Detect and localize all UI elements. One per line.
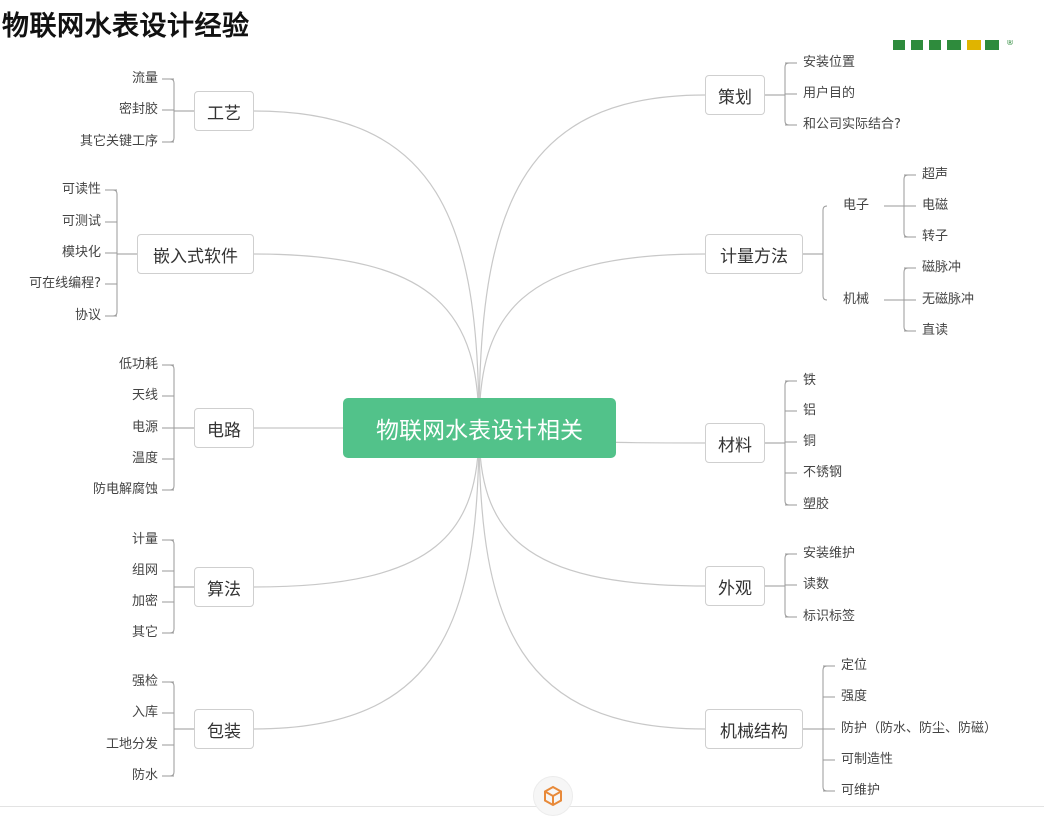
leaf-right-4-0[interactable]: 定位: [841, 658, 868, 673]
leaf-left-3-1[interactable]: 组网: [131, 563, 158, 578]
footer-divider: [0, 806, 1044, 807]
leaf-right-2-4[interactable]: 塑胶: [803, 497, 830, 512]
leaf-right-2-0[interactable]: 铁: [803, 373, 817, 388]
leaf-right-4-2[interactable]: 防护（防水、防尘、防磁）: [841, 721, 998, 736]
leaf-right-2-3[interactable]: 不锈钢: [803, 465, 843, 480]
leaf-group-1-1-0[interactable]: 磁脉冲: [922, 260, 962, 275]
branch-right-1[interactable]: 计量方法: [705, 234, 803, 274]
leaf-left-2-0[interactable]: 低功耗: [118, 357, 158, 372]
center-topic[interactable]: 物联网水表设计相关: [343, 398, 616, 458]
leaf-left-0-1[interactable]: 密封胶: [118, 102, 158, 117]
branch-left-1[interactable]: 嵌入式软件: [137, 234, 254, 274]
connector-left-0: [253, 110, 480, 429]
branch-left-3[interactable]: 算法: [194, 567, 254, 607]
page-title: 物联网水表设计经验: [2, 11, 250, 42]
leaf-group-1-1-1[interactable]: 无磁脉冲: [922, 292, 975, 307]
branch-right-3[interactable]: 外观: [705, 566, 765, 606]
bracket-left-3: [169, 539, 175, 634]
bracket-right-2: [784, 380, 790, 506]
branch-left-2[interactable]: 电路: [194, 408, 254, 448]
branch-right-2[interactable]: 材料: [705, 423, 765, 463]
leaf-right-3-0[interactable]: 安装维护: [803, 546, 856, 561]
leaf-left-0-2[interactable]: 其它关键工序: [79, 134, 158, 149]
group-right-1-0[interactable]: 电子: [843, 198, 870, 213]
group-right-1-1[interactable]: 机械: [843, 292, 870, 307]
branch-right-0[interactable]: 策划: [705, 75, 765, 115]
leaf-right-3-1[interactable]: 读数: [803, 577, 830, 592]
leaf-left-3-3[interactable]: 其它: [131, 625, 158, 640]
leaf-left-4-0[interactable]: 强检: [131, 674, 158, 689]
connector-right-3: [478, 427, 706, 587]
connector-right-4: [478, 427, 706, 730]
leaf-group-1-1-2[interactable]: 直读: [922, 323, 949, 338]
registered-mark: ®: [1006, 40, 1014, 47]
connector-left-1: [253, 253, 480, 429]
connector-right-1: [478, 253, 706, 429]
branch-left-0[interactable]: 工艺: [194, 91, 254, 131]
connector-right-0: [478, 94, 706, 429]
branch-right-4[interactable]: 机械结构: [705, 709, 803, 749]
leaf-left-1-3[interactable]: 可在线编程?: [29, 276, 101, 291]
branch-left-4[interactable]: 包装: [194, 709, 254, 749]
leaf-right-0-2[interactable]: 和公司实际结合?: [803, 117, 901, 132]
leaf-left-1-2[interactable]: 模块化: [61, 245, 101, 260]
leaf-left-1-4[interactable]: 协议: [74, 308, 101, 323]
leaf-right-4-4[interactable]: 可维护: [841, 783, 881, 798]
leaf-right-2-2[interactable]: 铜: [803, 434, 817, 449]
connector-left-4: [253, 427, 480, 730]
leaf-group-1-0-2[interactable]: 转子: [922, 229, 949, 244]
leaf-right-3-2[interactable]: 标识标签: [803, 609, 856, 624]
footer-button[interactable]: [533, 776, 573, 816]
leaf-right-4-1[interactable]: 强度: [841, 689, 868, 704]
leaf-left-2-3[interactable]: 温度: [131, 451, 158, 466]
leaf-left-0-0[interactable]: 流量: [131, 71, 158, 86]
bracket-right-1: [822, 205, 828, 301]
leaf-right-2-1[interactable]: 铝: [803, 403, 817, 418]
leaf-right-4-3[interactable]: 可制造性: [841, 752, 894, 767]
leaf-group-1-0-1[interactable]: 电磁: [922, 198, 949, 213]
leaf-left-1-0[interactable]: 可读性: [61, 182, 101, 197]
leaf-right-0-0[interactable]: 安装位置: [803, 55, 856, 70]
leaf-left-2-2[interactable]: 电源: [131, 420, 158, 435]
leaf-right-0-1[interactable]: 用户目的: [803, 86, 856, 101]
leaf-group-1-0-0[interactable]: 超声: [922, 167, 949, 182]
brand-logo: ®: [893, 40, 1018, 50]
leaf-left-1-1[interactable]: 可测试: [61, 214, 101, 229]
leaf-left-2-4[interactable]: 防电解腐蚀: [92, 482, 158, 497]
leaf-left-4-1[interactable]: 入库: [131, 705, 158, 720]
leaf-left-4-2[interactable]: 工地分发: [105, 737, 158, 752]
leaf-left-3-2[interactable]: 加密: [131, 594, 158, 609]
leaf-left-2-1[interactable]: 天线: [131, 388, 158, 403]
leaf-left-4-3[interactable]: 防水: [131, 768, 158, 783]
leaf-left-3-0[interactable]: 计量: [131, 532, 158, 547]
connector-left-3: [253, 427, 480, 588]
cube-logo-icon: [544, 785, 562, 807]
bracket-left-4: [169, 681, 175, 777]
